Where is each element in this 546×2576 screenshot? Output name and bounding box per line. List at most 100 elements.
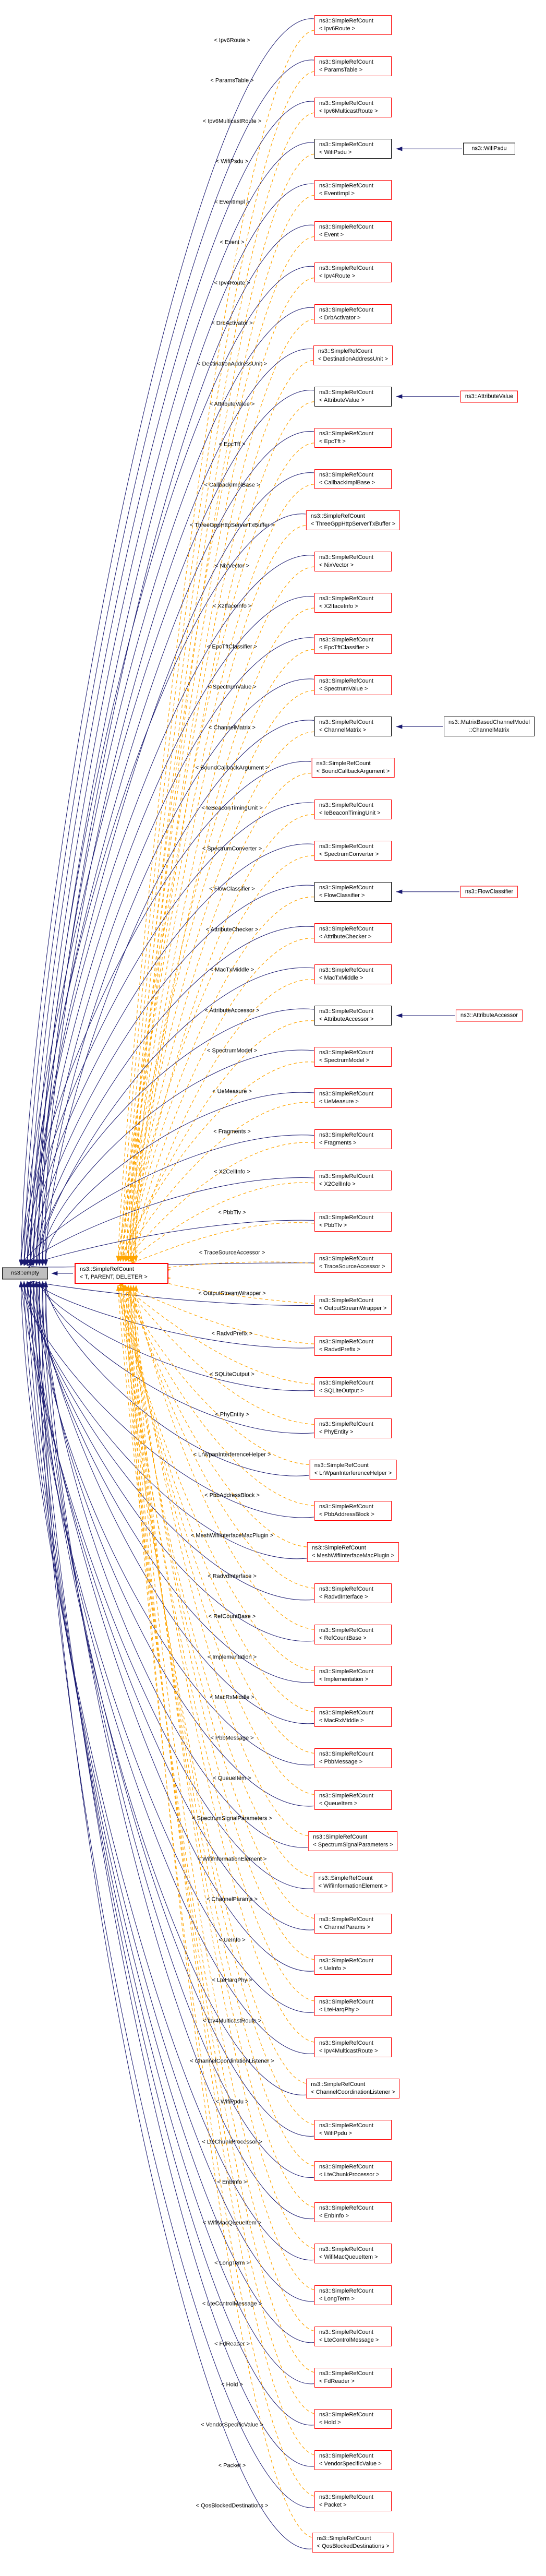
class-node-derived-channelmatrix[interactable]: ns3::MatrixBasedChannelModel::ChannelMat… xyxy=(444,717,535,737)
inheritance-edge-paramstable xyxy=(22,59,314,1266)
class-node-simplerefcount-ltechunkprocessor[interactable]: ns3::SimpleRefCount< LteChunkProcessor > xyxy=(314,2161,392,2181)
class-node-simplerefcount-radvdinterface[interactable]: ns3::SimpleRefCount< RadvdInterface > xyxy=(314,1583,392,1604)
class-node-label-line1: ns3::SimpleRefCount xyxy=(319,2246,373,2253)
class-node-simplerefcount-epctftclassifier[interactable]: ns3::SimpleRefCount< EpcTftClassifier > xyxy=(314,634,392,654)
template-instantiation-edge-macrxmiddle xyxy=(119,1285,314,1712)
inheritance-edge-mactxmiddle xyxy=(35,967,314,1266)
class-node-simplerefcount-phyentity[interactable]: ns3::SimpleRefCount< PhyEntity > xyxy=(314,1418,392,1438)
class-node-simplerefcount-eventimpl[interactable]: ns3::SimpleRefCount< EventImpl > xyxy=(314,180,392,200)
inheritance-edge-wifipsdu xyxy=(28,142,314,1266)
class-node-label-line2: < AttributeChecker > xyxy=(319,933,372,940)
class-node-simplerefcount-flowclassifier[interactable]: ns3::SimpleRefCount< FlowClassifier > xyxy=(314,881,392,902)
class-node-derived-wifipsdu[interactable]: ns3::WifiPsdu xyxy=(463,142,515,155)
class-node-simplerefcount-ueinfo[interactable]: ns3::SimpleRefCount< UeInfo > xyxy=(314,1954,392,1975)
class-node-simplerefcount-spectrumvalue[interactable]: ns3::SimpleRefCount< SpectrumValue > xyxy=(314,675,392,696)
class-node-simplerefcount-channelparams[interactable]: ns3::SimpleRefCount< ChannelParams > xyxy=(314,1913,392,1934)
class-node-simplerefcount-packet[interactable]: ns3::SimpleRefCount< Packet > xyxy=(314,2491,392,2511)
class-node-ns3-empty[interactable]: ns3::empty xyxy=(2,1267,48,1280)
class-node-simplerefcount-wifiinformationelement[interactable]: ns3::SimpleRefCount< WifiInformationElem… xyxy=(313,1872,393,1892)
class-node-simplerefcount-fdreader[interactable]: ns3::SimpleRefCount< FdReader > xyxy=(314,2367,392,2388)
class-node-simplerefcount-implementation[interactable]: ns3::SimpleRefCount< Implementation > xyxy=(314,1666,392,1686)
class-node-simplerefcount-spectrummodel[interactable]: ns3::SimpleRefCount< SpectrumModel > xyxy=(314,1047,392,1067)
template-arg-label-implementation: < Implementation > xyxy=(207,1654,257,1661)
class-node-simplerefcount-ipv6multicastroute[interactable]: ns3::SimpleRefCount< Ipv6MulticastRoute … xyxy=(314,98,392,118)
inheritance-edge-ipv4multicastroute xyxy=(31,1281,314,2054)
class-node-simplerefcount-wifipsdu[interactable]: ns3::SimpleRefCount< WifiPsdu > xyxy=(314,139,392,159)
class-node-simplerefcount-refcountbase[interactable]: ns3::SimpleRefCount< RefCountBase > xyxy=(314,1625,392,1645)
inheritance-edge-wifippdu xyxy=(37,1281,314,2137)
class-node-simplerefcount-qosblockeddestinations[interactable]: ns3::SimpleRefCount< QosBlockedDestinati… xyxy=(312,2533,394,2553)
class-node-label-line1: ns3::SimpleRefCount xyxy=(319,2329,373,2335)
template-instantiation-edge-pbbaddressblock xyxy=(126,1285,314,1506)
class-node-simplerefcount-wifimacqueueitem[interactable]: ns3::SimpleRefCount< WifiMacQueueItem > xyxy=(314,2244,392,2264)
class-node-derived-flowclassifier[interactable]: ns3::FlowClassifier xyxy=(460,886,518,898)
class-node-simplerefcount-x2ifaceinfo[interactable]: ns3::SimpleRefCount< X2IfaceInfo > xyxy=(314,593,392,613)
class-node-simplerefcount-nixvector[interactable]: ns3::SimpleRefCount< NixVector > xyxy=(314,552,392,572)
class-node-simplerefcount-event[interactable]: ns3::SimpleRefCount< Event > xyxy=(314,221,392,242)
class-node-simplerefcount-vendorspecificvalue[interactable]: ns3::SimpleRefCount< VendorSpecificValue… xyxy=(314,2450,392,2470)
class-node-derived-attributeaccessor[interactable]: ns3::AttributeAccessor xyxy=(455,1009,523,1022)
template-instantiation-edge-wifimacqueueitem xyxy=(131,1285,314,2249)
class-node-simplerefcount-pbbaddressblock[interactable]: ns3::SimpleRefCount< PbbAddressBlock > xyxy=(314,1500,392,1521)
template-arg-label-channelcoordinationlistener: < ChannelCoordinationListener > xyxy=(190,2058,274,2065)
class-node-label-line2: < NixVector > xyxy=(319,562,354,569)
class-node-simplerefcount-spectrumconverter[interactable]: ns3::SimpleRefCount< SpectrumConverter > xyxy=(314,840,392,861)
class-node-simplerefcount-tracesourceaccessor[interactable]: ns3::SimpleRefCount< TraceSourceAccessor… xyxy=(314,1253,392,1273)
inheritance-edge-channelparams xyxy=(22,1281,314,1930)
class-node-label-line2: < OutputStreamWrapper > xyxy=(319,1305,387,1311)
class-node-label-line2: < ParamsTable > xyxy=(319,67,363,74)
class-node-label-line1: ns3::SimpleRefCount xyxy=(319,1173,373,1180)
class-node-label-line1: ns3::SimpleRefCount xyxy=(319,637,373,643)
template-arg-label-vendorspecificvalue: < VendorSpecificValue > xyxy=(201,2422,263,2428)
class-node-simplerefcount-lteharqphy[interactable]: ns3::SimpleRefCount< LteHarqPhy > xyxy=(314,1996,392,2016)
class-node-simplerefcount-lrwpaninterferencehelper[interactable]: ns3::SimpleRefCount< LrWpanInterferenceH… xyxy=(309,1459,397,1480)
class-node-simplerefcount-fragments[interactable]: ns3::SimpleRefCount< Fragments > xyxy=(314,1129,392,1150)
class-node-simplerefcount-boundcallbackargument[interactable]: ns3::SimpleRefCount< BoundCallbackArgume… xyxy=(311,758,395,778)
class-node-simplerefcount-x2cellinfo[interactable]: ns3::SimpleRefCount< X2CellInfo > xyxy=(314,1171,392,1191)
class-node-simplerefcount-meshwifiinterfacemacplugin[interactable]: ns3::SimpleRefCount< MeshWifiInterfaceMa… xyxy=(307,1542,399,1563)
class-node-label-line2: < EpcTftClassifier > xyxy=(319,645,369,651)
class-node-simplerefcount-outputstreamwrapper[interactable]: ns3::SimpleRefCount< OutputStreamWrapper… xyxy=(314,1294,392,1315)
class-node-simplerefcount-epctft[interactable]: ns3::SimpleRefCount< EpcTft > xyxy=(314,427,392,448)
class-node-simplerefcount-ipv6route[interactable]: ns3::SimpleRefCount< Ipv6Route > xyxy=(314,15,392,35)
class-node-label-line1: ns3::SimpleRefCount xyxy=(319,884,373,891)
class-node-simplerefcount-destinationaddressunit[interactable]: ns3::SimpleRefCount< DestinationAddressU… xyxy=(313,345,393,365)
class-node-simplerefcount-attributechecker[interactable]: ns3::SimpleRefCount< AttributeChecker > xyxy=(314,923,392,943)
class-node-label-line2: < SpectrumModel > xyxy=(319,1057,369,1064)
class-node-simplerefcount-enbinfo[interactable]: ns3::SimpleRefCount< EnbInfo > xyxy=(314,2202,392,2223)
class-node-derived-attributevalue[interactable]: ns3::AttributeValue xyxy=(460,390,518,403)
class-node-simplerefcount-queueitem[interactable]: ns3::SimpleRefCount< QueueItem > xyxy=(314,1790,392,1810)
class-node-label-line2: < WifiInformationElement > xyxy=(318,1882,388,1889)
class-node-simplerefcount-paramstable[interactable]: ns3::SimpleRefCount< ParamsTable > xyxy=(314,56,392,77)
class-node-simplerefcount-pbbtlv[interactable]: ns3::SimpleRefCount< PbbTlv > xyxy=(314,1212,392,1232)
class-node-simplerefcount-channelmatrix[interactable]: ns3::SimpleRefCount< ChannelMatrix > xyxy=(314,717,392,737)
class-node-simplerefcount-template[interactable]: ns3::SimpleRefCount < T, PARENT, DELETER… xyxy=(75,1263,168,1284)
class-node-simplerefcount-channelcoordinationlistener[interactable]: ns3::SimpleRefCount< ChannelCoordination… xyxy=(306,2079,400,2099)
class-node-simplerefcount-uemeasure[interactable]: ns3::SimpleRefCount< UeMeasure > xyxy=(314,1088,392,1108)
class-node-simplerefcount-attributevalue[interactable]: ns3::SimpleRefCount< AttributeValue > xyxy=(314,386,392,407)
class-node-simplerefcount-wifippdu[interactable]: ns3::SimpleRefCount< WifiPpdu > xyxy=(314,2120,392,2140)
class-node-simplerefcount-pbbmessage[interactable]: ns3::SimpleRefCount< PbbMessage > xyxy=(314,1748,392,1769)
inheritance-edge-macrxmiddle xyxy=(34,1281,314,1724)
class-node-simplerefcount-drbactivator[interactable]: ns3::SimpleRefCount< DrbActivator > xyxy=(314,304,392,324)
class-node-simplerefcount-ipv4multicastroute[interactable]: ns3::SimpleRefCount< Ipv4MulticastRoute … xyxy=(314,2037,392,2058)
class-node-simplerefcount-sqliteoutput[interactable]: ns3::SimpleRefCount< SQLiteOutput > xyxy=(314,1377,392,1397)
inheritance-edge-pbbmessage xyxy=(37,1281,314,1766)
class-node-simplerefcount-iebeacontimingunit[interactable]: ns3::SimpleRefCount< IeBeaconTimingUnit … xyxy=(314,799,392,819)
class-node-simplerefcount-callbackimplbase[interactable]: ns3::SimpleRefCount< CallbackImplBase > xyxy=(314,469,392,489)
template-instantiation-edge-ipv6multicastroute xyxy=(121,112,314,1262)
class-node-simplerefcount-threegpphttpservertxbuffer[interactable]: ns3::SimpleRefCount< ThreeGppHttpServerT… xyxy=(306,510,401,530)
class-node-simplerefcount-ltecontrolmessage[interactable]: ns3::SimpleRefCount< LteControlMessage > xyxy=(314,2326,392,2346)
class-node-simplerefcount-spectrumsignalparameters[interactable]: ns3::SimpleRefCount< SpectrumSignalParam… xyxy=(308,1831,398,1851)
class-node-label-line1: ns3::SimpleRefCount xyxy=(319,1668,373,1675)
class-node-simplerefcount-macrxmiddle[interactable]: ns3::SimpleRefCount< MacRxMiddle > xyxy=(314,1707,392,1727)
class-node-simplerefcount-longterm[interactable]: ns3::SimpleRefCount< LongTerm > xyxy=(314,2285,392,2305)
template-arg-label-fdreader: < FdReader > xyxy=(214,2341,250,2347)
class-node-simplerefcount-ipv4route[interactable]: ns3::SimpleRefCount< Ipv4Route > xyxy=(314,263,392,283)
class-node-simplerefcount-radvdprefix[interactable]: ns3::SimpleRefCount< RadvdPrefix > xyxy=(314,1335,392,1356)
class-node-simplerefcount-hold[interactable]: ns3::SimpleRefCount< Hold > xyxy=(314,2408,392,2429)
template-arg-label-spectrumconverter: < SpectrumConverter > xyxy=(202,845,262,852)
class-node-simplerefcount-mactxmiddle[interactable]: ns3::SimpleRefCount< MacTxMiddle > xyxy=(314,964,392,984)
class-node-simplerefcount-attributeaccessor[interactable]: ns3::SimpleRefCount< AttributeAccessor > xyxy=(314,1005,392,1025)
class-node-label-line1: ns3::SimpleRefCount xyxy=(310,512,365,519)
